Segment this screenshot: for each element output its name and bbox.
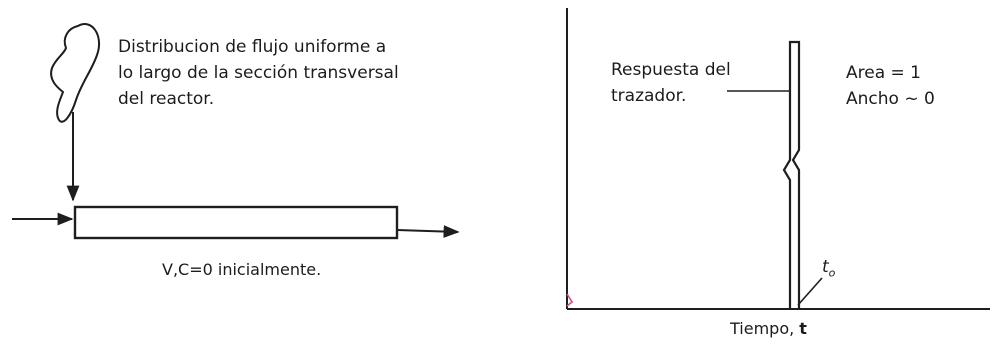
outlet-flow-arrow [396, 225, 460, 238]
tracer-response-spike [782, 40, 801, 308]
flow-distribution-note-line-3: del reactor. [118, 89, 215, 109]
t0-leader-line [797, 277, 823, 306]
t0-subscript: o [828, 266, 836, 280]
width-label: Ancho ~ 0 [846, 89, 935, 109]
tracer-response-label-line-2: trazador. [611, 86, 687, 106]
x-axis-variable: t [799, 319, 807, 338]
t0-label: to [822, 256, 835, 284]
reactor-initial-condition-label: V,C=0 inicialmente. [162, 260, 322, 279]
x-axis-label: Tiempo, t [730, 317, 807, 340]
t0-symbol: t [822, 257, 829, 277]
tracer-response-label-line-1: Respuesta del [611, 60, 731, 80]
tracer-injection-blob [50, 23, 100, 123]
area-label: Area = 1 [846, 63, 921, 83]
reactor-tube [73, 205, 399, 240]
axis-corner-mark [566, 293, 574, 307]
flow-distribution-note-line-1: Distribucion de flujo uniforme a [118, 37, 387, 57]
flow-distribution-note-line-2: lo largo de la sección transversal [118, 63, 399, 83]
x-axis-label-text: Tiempo, [730, 319, 795, 338]
